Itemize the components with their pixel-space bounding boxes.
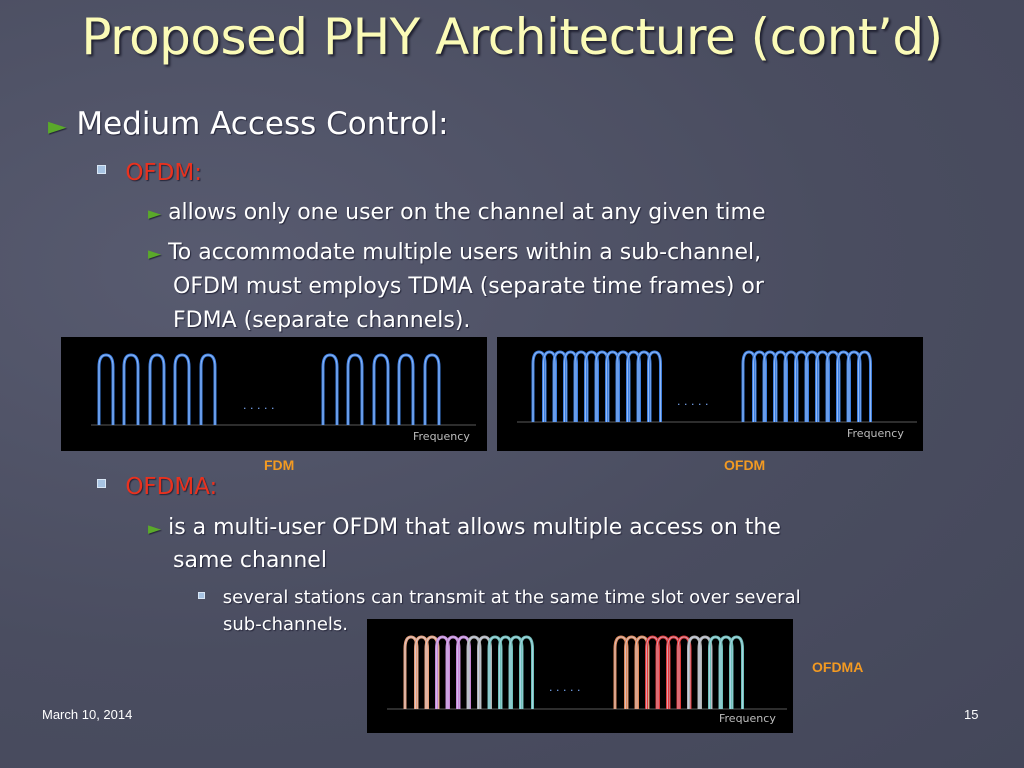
- footer-date: March 10, 2014: [42, 707, 133, 722]
- footer-page-number: 15: [964, 707, 979, 722]
- fdm-spectrum-figure: . . . . . Frequency: [61, 337, 487, 451]
- bullet-medium-access-control: ► Medium Access Control:: [48, 106, 449, 142]
- fdm-carrier-peak: [173, 353, 191, 425]
- fdm-ellipsis: . . . . .: [243, 399, 274, 412]
- ofdm-point-1-text: allows only one user on the channel at a…: [168, 200, 766, 225]
- fdm-carrier-peak: [97, 353, 115, 425]
- ofdm-point-1: ► allows only one user on the channel at…: [148, 196, 765, 231]
- ofdm-spectrum-chart: . . . . . Frequency: [517, 350, 917, 440]
- ofdm-point-2-line-3: FDMA (separate channels).: [173, 308, 471, 333]
- ofdm-heading: OFDM:: [125, 160, 202, 186]
- ofdma-spectrum-figure: . . . . . Frequency: [367, 619, 793, 733]
- fdm-carrier-peak: [372, 353, 390, 425]
- green-arrow-bullet-icon: ►: [148, 244, 162, 264]
- fdm-carrier-peak: [346, 353, 364, 425]
- ofdm-subcarrier-peak-highlight: [858, 351, 871, 422]
- ofdma-point-1-line-1: is a multi-user OFDM that allows multipl…: [168, 515, 781, 540]
- ofdma-subcarrier-peak-highlight: [730, 636, 743, 709]
- ofdm-spectrum-figure: . . . . . Frequency: [497, 337, 923, 451]
- ofdma-heading: OFDMA:: [125, 474, 218, 500]
- ofdma-ellipsis: . . . . .: [549, 681, 580, 694]
- fdm-carrier-peak-highlight: [174, 354, 190, 425]
- fdm-carrier-peak: [122, 353, 140, 425]
- ofdm-point-2-line-2: OFDM must employs TDMA (separate time fr…: [173, 274, 764, 299]
- fdm-carrier-peak: [321, 353, 339, 425]
- fdm-carrier-peak-highlight: [347, 354, 363, 425]
- bullet-text: Medium Access Control:: [76, 106, 449, 142]
- ofdm-point-2-line-1: To accommodate multiple users within a s…: [168, 240, 762, 265]
- fdm-carrier-peak-highlight: [200, 354, 216, 425]
- square-bullet-icon: [97, 165, 106, 174]
- fdm-spectrum-chart: . . . . . Frequency: [91, 353, 476, 443]
- bullet-ofdma: OFDMA:: [97, 474, 217, 500]
- ofdm-axis-label: Frequency: [847, 427, 904, 440]
- fdm-carrier-peak-highlight: [149, 354, 165, 425]
- fdm-carrier-peak-highlight: [123, 354, 139, 425]
- green-arrow-bullet-icon: ►: [48, 112, 67, 140]
- fdm-carrier-peak: [397, 353, 415, 425]
- ofdm-caption: OFDM: [724, 457, 766, 473]
- ofdm-point-2: ► To accommodate multiple users within a…: [148, 236, 761, 271]
- ofdma-sub-point: several stations can transmit at the sam…: [198, 584, 801, 611]
- fdm-caption: FDM: [264, 457, 295, 473]
- fdm-carrier-peak-highlight: [373, 354, 389, 425]
- fdm-carrier-peak: [148, 353, 166, 425]
- square-bullet-icon: [97, 479, 106, 488]
- ofdm-subcarrier-peak-highlight: [648, 351, 661, 422]
- ofdma-subcarrier-peak-highlight: [520, 636, 533, 709]
- fdm-carrier-peak-highlight: [424, 354, 440, 425]
- slide-title: Proposed PHY Architecture (cont’d): [81, 8, 943, 66]
- ofdma-spectrum-chart: . . . . . Frequency: [387, 635, 787, 725]
- ofdma-sub-line-1: several stations can transmit at the sam…: [222, 587, 801, 608]
- fdm-carrier-peak-highlight: [322, 354, 338, 425]
- ofdm-ellipsis: . . . . .: [677, 395, 708, 408]
- fdm-carrier-peak-highlight: [98, 354, 114, 425]
- green-arrow-bullet-icon: ►: [148, 204, 162, 224]
- bullet-ofdm: OFDM:: [97, 160, 202, 186]
- ofdma-axis-label: Frequency: [719, 712, 776, 725]
- ofdma-caption: OFDMA: [812, 659, 864, 675]
- ofdma-sub-line-2: sub-channels.: [223, 614, 349, 635]
- fdm-carrier-peak-highlight: [398, 354, 414, 425]
- fdm-axis-label: Frequency: [413, 430, 470, 443]
- green-arrow-bullet-icon: ►: [148, 519, 162, 539]
- square-bullet-icon: [198, 592, 205, 599]
- fdm-carrier-peak: [423, 353, 441, 425]
- ofdma-point-1-line-2: same channel: [173, 548, 327, 573]
- fdm-carrier-peak: [199, 353, 217, 425]
- ofdma-point-1: ► is a multi-user OFDM that allows multi…: [148, 511, 781, 546]
